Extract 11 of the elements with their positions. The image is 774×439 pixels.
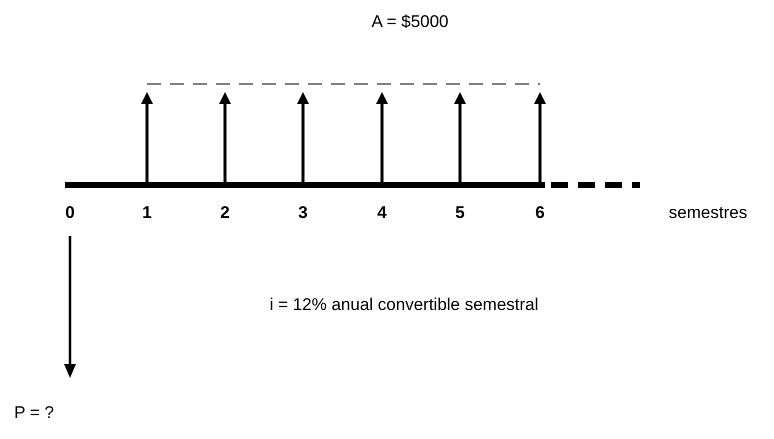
period-number: 5 <box>455 203 465 223</box>
period-number: 2 <box>220 203 230 223</box>
formula-label: A = $5000 <box>371 12 449 32</box>
period-number: 6 <box>535 203 545 223</box>
period-number: 1 <box>142 203 152 223</box>
period-number: 3 <box>298 203 308 223</box>
period-number: 4 <box>377 203 387 223</box>
axis-label: semestres <box>668 203 748 223</box>
formula-label: P = ? <box>14 403 54 423</box>
formula-label: i = 12% anual convertible semestral <box>270 295 538 315</box>
period-number: 0 <box>65 203 75 223</box>
